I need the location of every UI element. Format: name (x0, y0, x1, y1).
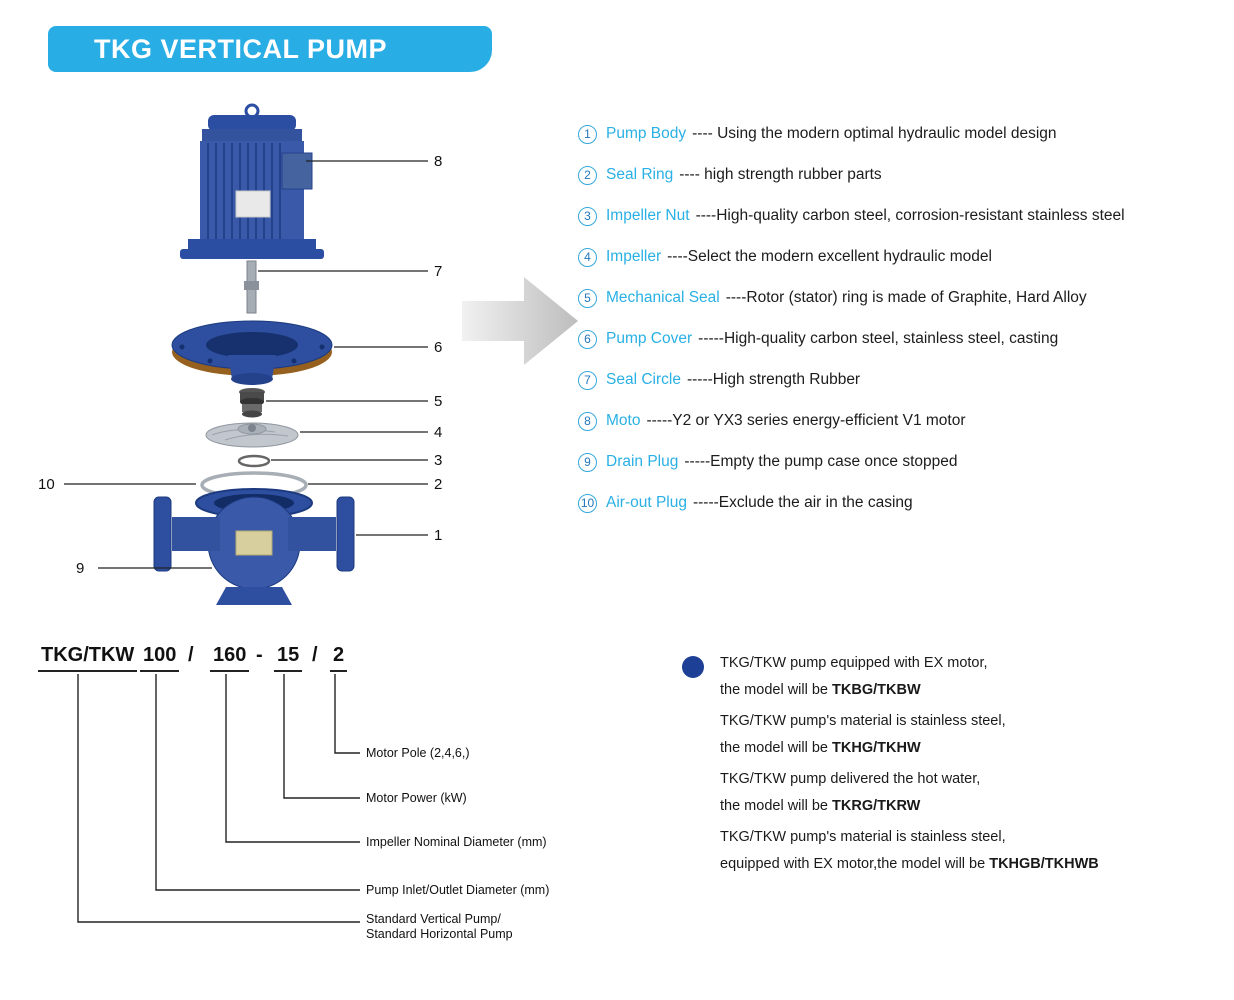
variant-note: TKG/TKW pump's material is stainless ste… (720, 824, 1192, 878)
note-model-code: TKHG/TKHW (832, 740, 921, 756)
callout-2: 2 (434, 476, 442, 493)
variant-note: TKG/TKW pump delivered the hot water, th… (720, 766, 1192, 820)
note-model-code: TKRG/TKRW (832, 798, 921, 814)
item-number-badge: 9 (578, 453, 597, 472)
note-line2: the model will be (720, 740, 833, 756)
variant-notes-text: TKG/TKW pump equipped with EX motor, the… (720, 650, 1192, 878)
item-number-badge: 6 (578, 330, 597, 349)
label-motor-power: Motor Power (kW) (366, 791, 467, 805)
part-name: Seal Ring (606, 166, 674, 183)
model-variant-notes: TKG/TKW pump equipped with EX motor, the… (682, 650, 1192, 882)
item-number-badge: 3 (578, 207, 597, 226)
part-description: -----Empty the pump case once stopped (684, 453, 958, 470)
part-description: ----Select the modern excellent hydrauli… (667, 248, 992, 265)
item-number-badge: 1 (578, 125, 597, 144)
part-description: ---- Using the modern optimal hydraulic … (692, 125, 1057, 142)
part-name: Impeller Nut (606, 207, 690, 224)
model-token-power: 15 (274, 644, 303, 672)
part-6-pump-cover (171, 320, 333, 385)
bullet-icon (682, 656, 704, 678)
note-line1: TKG/TKW pump's material is stainless ste… (720, 713, 1006, 729)
variant-note: TKG/TKW pump's material is stainless ste… (720, 708, 1192, 762)
flow-arrow-icon (462, 277, 578, 365)
note-line2: the model will be (720, 798, 833, 814)
part-8-motor (180, 103, 324, 259)
note-line1: TKG/TKW pump's material is stainless ste… (720, 829, 1006, 845)
part-3-impeller-nut (237, 454, 271, 468)
label-motor-pole: Motor Pole (2,4,6,) (366, 746, 470, 760)
item-number-badge: 5 (578, 289, 597, 308)
model-token-series: TKG/TKW (38, 644, 138, 672)
parts-list-item: 4 Impeller ----Select the modern excelle… (578, 247, 1234, 267)
part-name: Drain Plug (606, 453, 679, 470)
note-line2: the model will be (720, 682, 833, 698)
note-line1: TKG/TKW pump delivered the hot water, (720, 771, 981, 787)
part-name: Impeller (606, 248, 662, 265)
part-description: -----High strength Rubber (686, 371, 861, 388)
leader-lines (64, 160, 428, 569)
parts-list-item: 7 Seal Circle -----High strength Rubber (578, 370, 1234, 390)
item-number-badge: 4 (578, 248, 597, 267)
label-standard-horizontal: Standard Horizontal Pump (366, 927, 513, 941)
item-number-badge: 7 (578, 371, 597, 390)
label-standard-pump: Standard Vertical Pump/ Standard Horizon… (366, 912, 513, 942)
callout-4: 4 (434, 424, 442, 441)
part-description: -----Y2 or YX3 series energy-efficient V… (646, 412, 966, 429)
model-token-sep: - (256, 644, 263, 666)
part-5-mechanical-seal (239, 388, 265, 418)
variant-note: TKG/TKW pump equipped with EX motor, the… (720, 650, 1192, 704)
pump-exploded-diagram: 8 7 6 5 4 3 2 1 10 9 (38, 103, 578, 605)
parts-list-item: 9 Drain Plug -----Empty the pump case on… (578, 452, 1234, 472)
parts-list-item: 10 Air-out Plug -----Exclude the air in … (578, 493, 1234, 513)
callout-6: 6 (434, 339, 442, 356)
page-title-banner: TKG VERTICAL PUMP (48, 26, 492, 72)
item-number-badge: 8 (578, 412, 597, 431)
callout-3: 3 (434, 452, 442, 469)
model-token-sep: / (312, 644, 318, 666)
model-token-sep: / (188, 644, 194, 666)
label-inlet-outlet: Pump Inlet/Outlet Diameter (mm) (366, 883, 550, 897)
callout-10: 10 (38, 476, 55, 493)
part-name: Mechanical Seal (606, 289, 720, 306)
part-name: Seal Circle (606, 371, 681, 388)
part-description: ---- high strength rubber parts (679, 166, 882, 183)
part-description: -----High-quality carbon steel, stainles… (698, 330, 1059, 347)
callout-8: 8 (434, 153, 442, 170)
label-impeller-diameter: Impeller Nominal Diameter (mm) (366, 835, 547, 849)
parts-list-item: 6 Pump Cover -----High-quality carbon st… (578, 329, 1234, 349)
item-number-badge: 2 (578, 166, 597, 185)
part-4-impeller (205, 422, 299, 448)
parts-legend: 1 Pump Body ---- Using the modern optima… (578, 124, 1234, 534)
part-description: ----Rotor (stator) ring is made of Graph… (725, 289, 1087, 306)
part-name: Air-out Plug (606, 494, 687, 511)
page-title: TKG VERTICAL PUMP (94, 33, 388, 64)
parts-list-item: 8 Moto -----Y2 or YX3 series energy-effi… (578, 411, 1234, 431)
note-line2: equipped with EX motor,the model will be (720, 856, 990, 872)
label-standard-vertical: Standard Vertical Pump/ (366, 912, 501, 926)
part-name: Pump Body (606, 125, 687, 142)
model-code-connector-lines (77, 674, 360, 923)
item-number-badge: 10 (578, 494, 597, 513)
note-model-code: TKHGB/TKHWB (989, 856, 1099, 872)
model-token-inlet: 100 (140, 644, 180, 672)
model-designation-diagram: TKG/TKW 100 / 160 - 15 / 2 Motor Pole (2… (30, 640, 650, 980)
part-name: Pump Cover (606, 330, 693, 347)
model-token-impeller: 160 (210, 644, 250, 672)
part-name: Moto (606, 412, 641, 429)
parts-list-item: 1 Pump Body ---- Using the modern optima… (578, 124, 1234, 144)
note-line1: TKG/TKW pump equipped with EX motor, (720, 655, 988, 671)
part-description: ----High-quality carbon steel, corrosion… (695, 207, 1125, 224)
callout-9: 9 (76, 560, 84, 577)
parts-list-item: 3 Impeller Nut ----High-quality carbon s… (578, 206, 1234, 226)
part-1-pump-body (153, 488, 355, 605)
part-7-seal-circle (244, 260, 259, 314)
parts-list-item: 2 Seal Ring ---- high strength rubber pa… (578, 165, 1234, 185)
part-description: -----Exclude the air in the casing (692, 494, 913, 511)
note-model-code: TKBG/TKBW (832, 682, 921, 698)
callout-5: 5 (434, 393, 442, 410)
callout-7: 7 (434, 263, 442, 280)
model-token-pole: 2 (330, 644, 348, 672)
callout-1: 1 (434, 527, 442, 544)
parts-list-item: 5 Mechanical Seal ----Rotor (stator) rin… (578, 288, 1234, 308)
